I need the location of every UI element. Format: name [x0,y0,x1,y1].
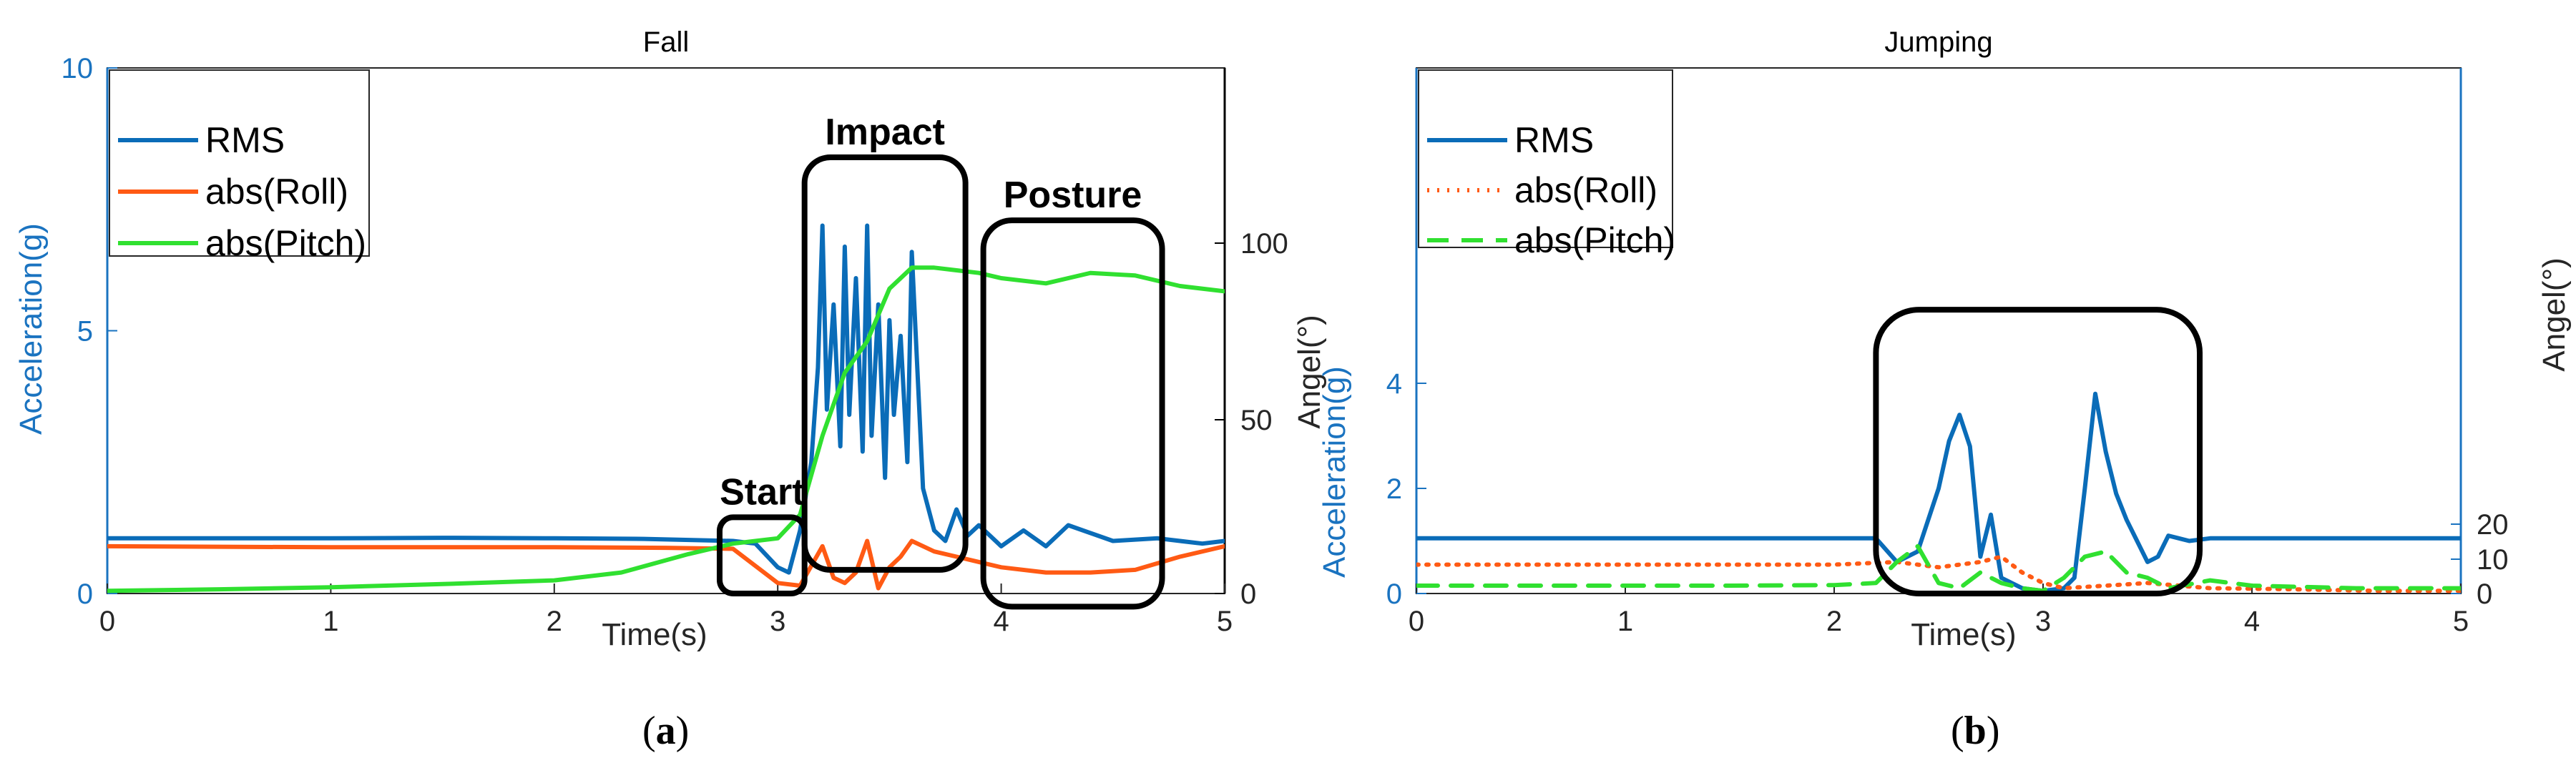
x-tick-label: 1 [1617,606,1633,637]
x-axis-label: Time(s) [602,617,707,652]
annotation-box [801,154,969,573]
caption-a-letter: a [655,709,676,753]
chart-title: Fall [643,26,689,58]
x-tick-label: 5 [1217,606,1233,637]
legend-label: abs(Pitch) [205,223,366,263]
caption-a-close: ) [675,709,690,753]
caption-b-close: ) [1986,709,2000,753]
legend-box [1418,69,1673,248]
x-tick-label: 3 [2035,606,2051,637]
x-tick-label: 0 [1409,606,1424,637]
y2-axis-label: Angel(°) [2537,257,2572,371]
legend-label: RMS [205,120,285,160]
legend-label: abs(Roll) [1514,170,1657,210]
caption-b-open: ( [1951,709,1964,753]
y2-tick-label: 20 [2477,509,2509,541]
legend-box [109,69,370,257]
series-line-pitch [107,265,1225,594]
series-line-roll [107,538,1225,591]
series-line-roll [1416,554,2461,594]
x-tick-label: 2 [1826,606,1842,637]
y2-tick-label: 0 [2477,578,2492,610]
caption-a: (a) [642,708,689,754]
y2-tick-label: 50 [1240,405,1273,436]
x-tick-label: 4 [993,606,1009,637]
y2-tick-label: 0 [1240,578,1256,610]
annotation-box [980,217,1165,610]
x-tick-label: 3 [770,606,785,637]
caption-b: (b) [1951,708,1999,754]
annotation-label: Impact [825,112,945,153]
annotation-label: Start [720,471,804,513]
series-line-rms [107,223,1225,575]
caption-a-open: ( [642,709,656,753]
legend-label: abs(Roll) [205,172,348,212]
y2-tick-label: 10 [2477,544,2509,576]
y-tick-label: 0 [1386,578,1402,610]
x-tick-label: 2 [547,606,562,637]
series-line-rms [1416,391,2461,594]
chart-title: Jumping [1884,26,1992,58]
y-tick-label: 4 [1386,368,1402,400]
y-axis-label: Acceleration(g) [14,223,49,435]
y-tick-label: 10 [62,53,94,84]
caption-b-letter: b [1964,709,1987,753]
x-tick-label: 0 [99,606,115,637]
x-tick-label: 4 [2244,606,2260,637]
legend-label: RMS [1514,120,1594,160]
x-tick-label: 5 [2453,606,2469,637]
legend-label: abs(Pitch) [1514,220,1675,260]
y-axis-label: Acceleration(g) [1317,366,1352,578]
y2-tick-label: 100 [1240,228,1288,260]
y2-axis-label: Angel(°) [1292,315,1327,428]
y-tick-label: 0 [77,578,93,610]
x-axis-label: Time(s) [1911,617,2016,652]
x-tick-label: 1 [323,606,338,637]
annotation-box [1873,307,2203,596]
annotation-label: Posture [1004,174,1142,216]
y-tick-label: 5 [77,316,93,348]
y-tick-label: 2 [1386,473,1402,505]
